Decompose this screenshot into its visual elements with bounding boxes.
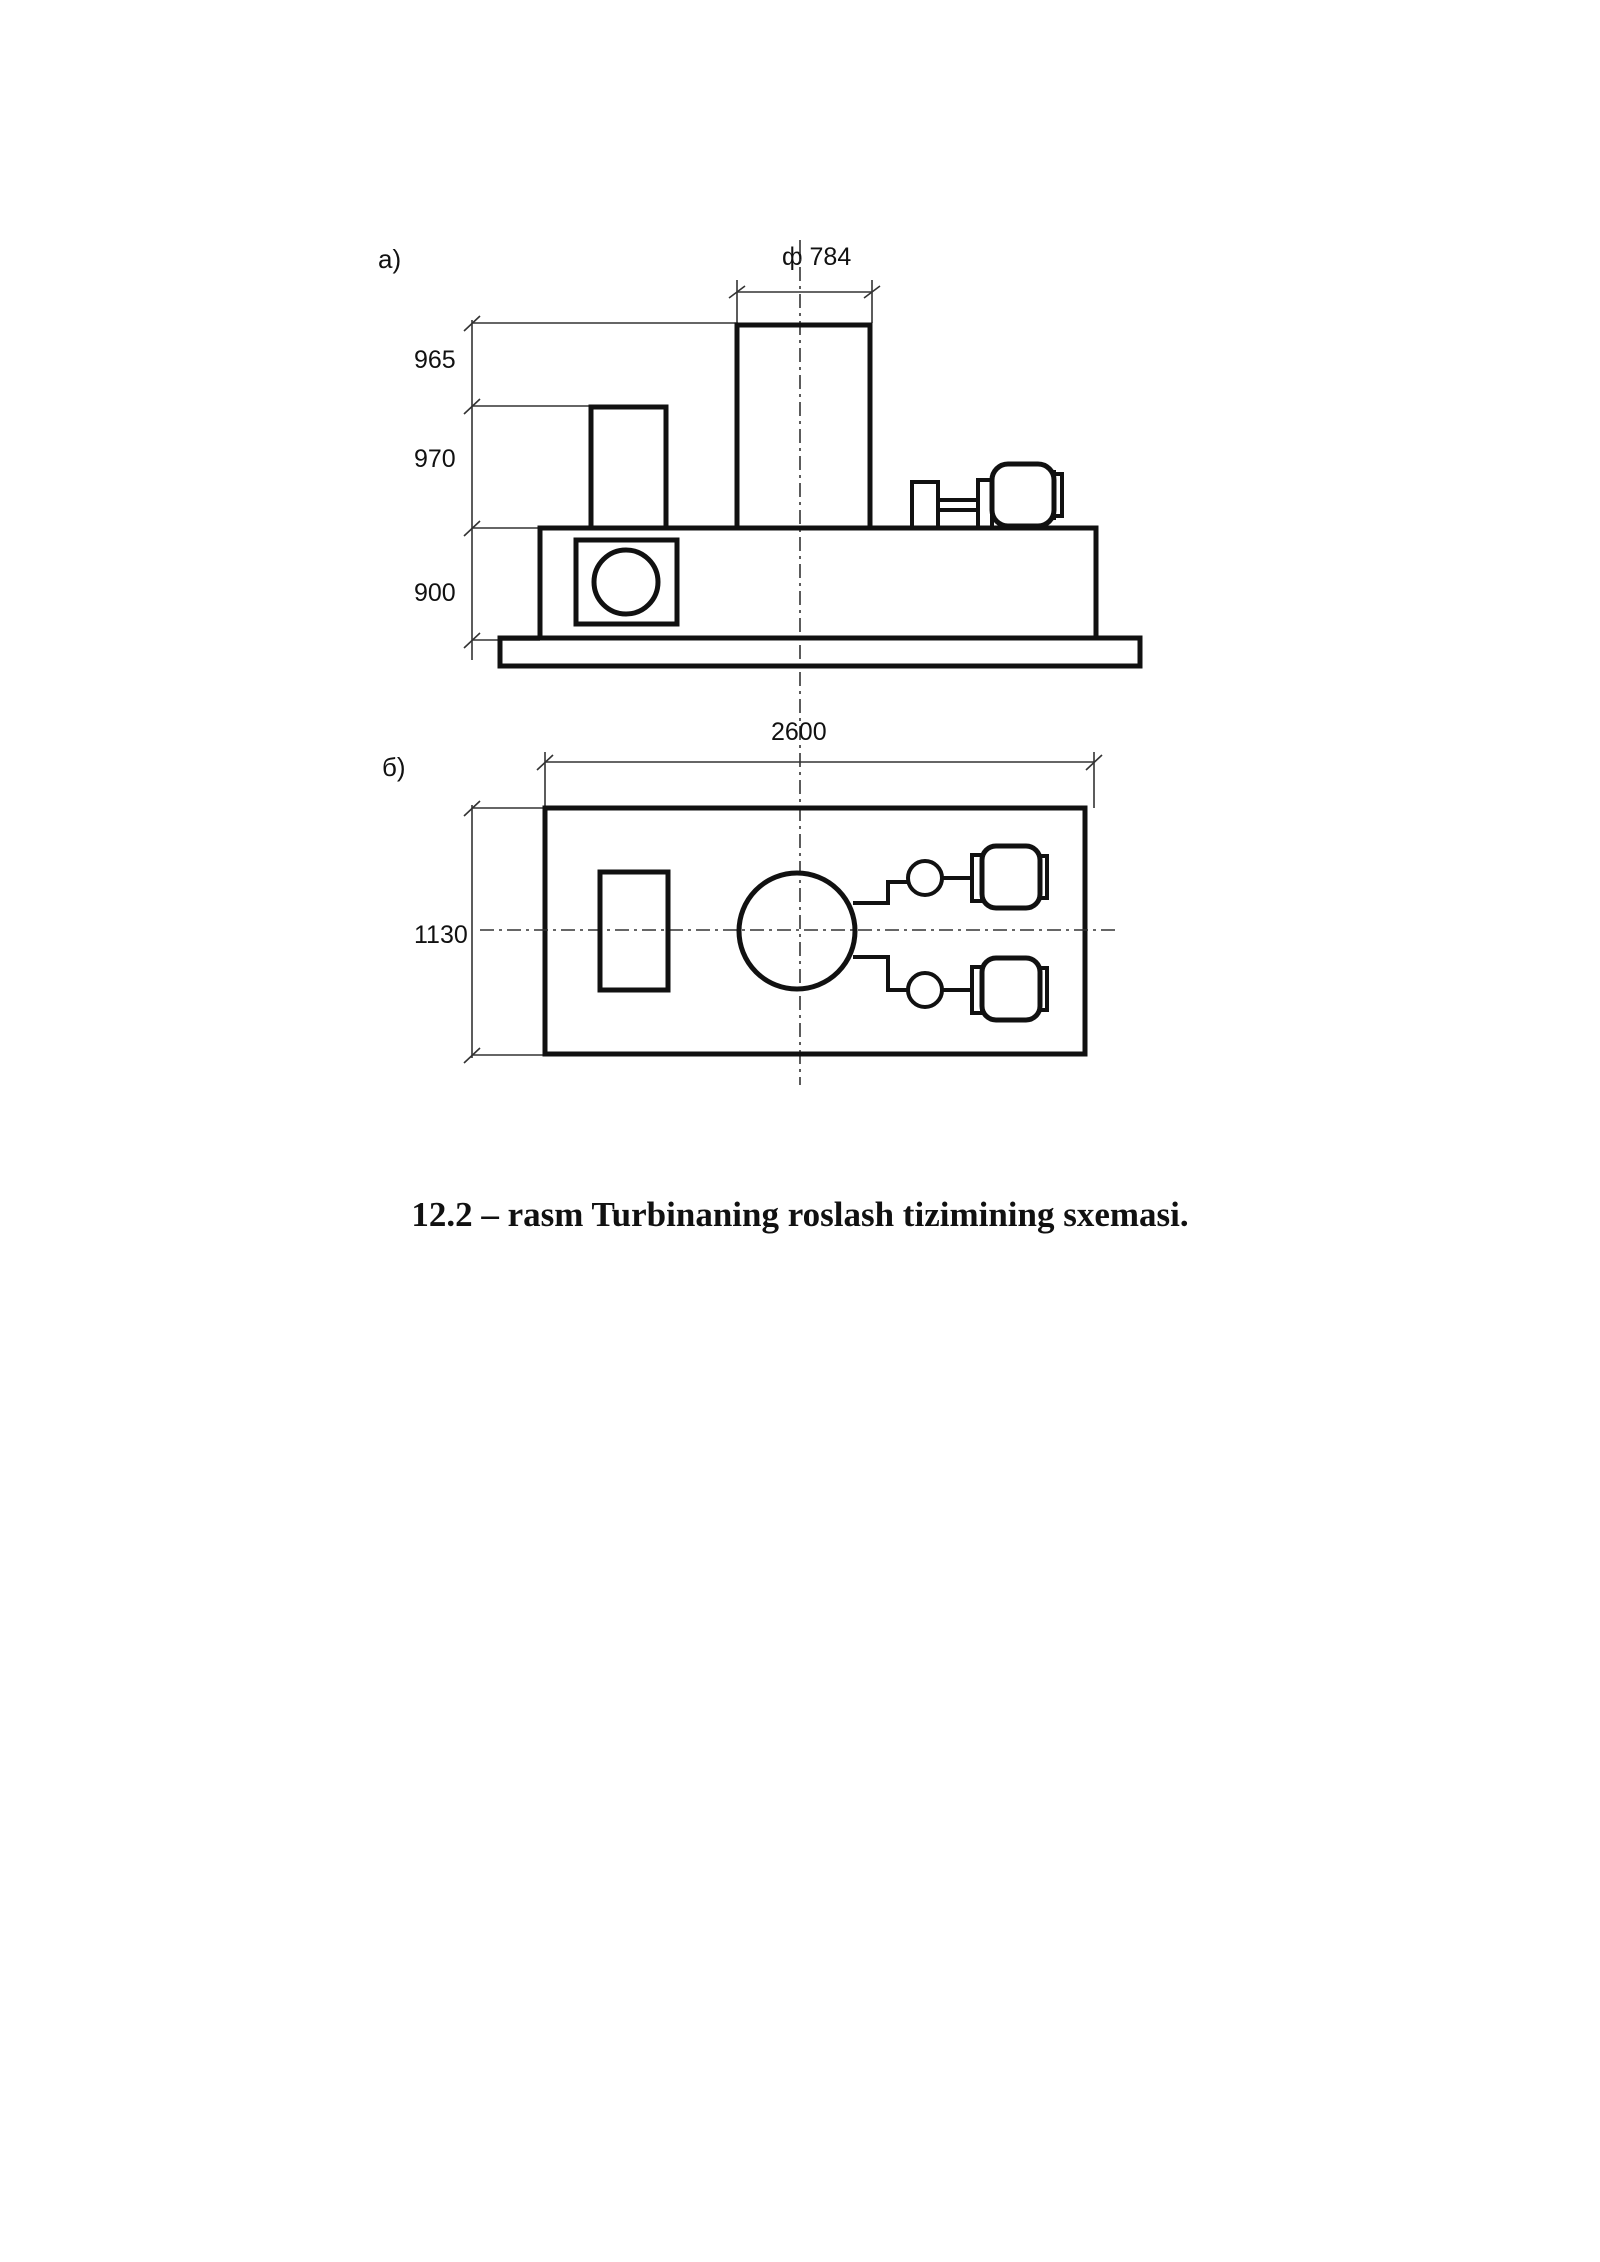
fan-circle xyxy=(591,547,661,617)
pump-motor-unit xyxy=(910,461,1064,530)
plan-pump-lower xyxy=(906,955,1049,1023)
pipe-upper xyxy=(853,880,907,905)
diameter-label: ф 784 xyxy=(782,243,851,271)
height-mid-label: 970 xyxy=(414,445,456,473)
plan-small-tank xyxy=(597,869,671,993)
tall-vessel xyxy=(734,322,873,531)
plan-pump-upper xyxy=(906,843,1049,911)
plan-outline xyxy=(542,805,1088,1057)
foundation-plate xyxy=(497,635,1143,669)
width-dimension: 1130 xyxy=(414,800,545,1064)
plan-vessel-circle xyxy=(736,870,858,992)
length-label: 2600 xyxy=(771,718,827,746)
height-base-label: 900 xyxy=(414,579,456,607)
height-top-label: 965 xyxy=(414,346,456,374)
turbine-system-drawing: а) ф 784 965 970 900 xyxy=(378,240,1143,1085)
length-dimension: 2600 xyxy=(536,718,1103,808)
figure-caption: 12.2 – rasm Turbinaning roslash tizimini… xyxy=(411,1195,1189,1234)
height-dimensions: 965 970 900 xyxy=(414,315,738,660)
view-a-label: а) xyxy=(378,244,401,274)
diameter-dimension: ф 784 xyxy=(728,243,881,323)
pipe-lower xyxy=(853,955,907,992)
small-tank xyxy=(588,404,669,531)
width-label: 1130 xyxy=(414,921,468,949)
fan-housing xyxy=(573,537,680,627)
view-b-label: б) xyxy=(382,752,406,782)
